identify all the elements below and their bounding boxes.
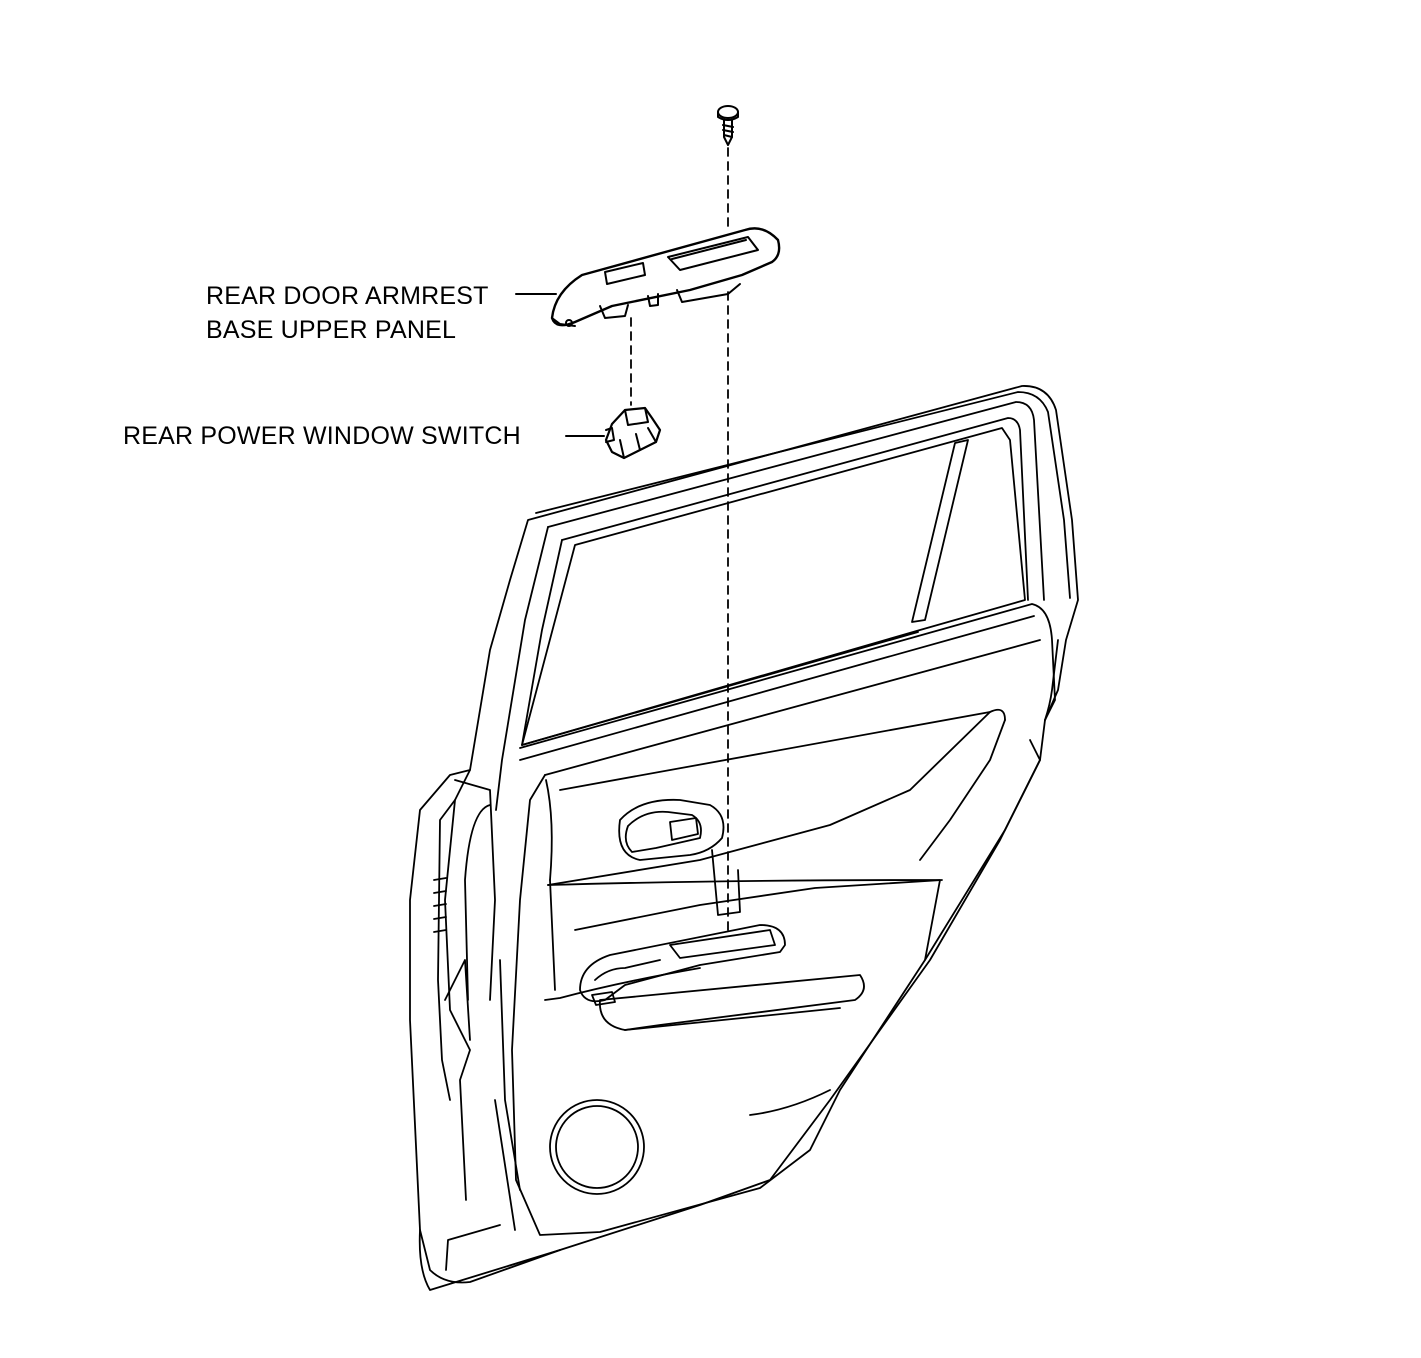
screw-icon — [717, 105, 739, 146]
armrest-label-line1: REAR DOOR ARMREST — [206, 282, 489, 310]
rear-door-trim — [409, 385, 1079, 1291]
power-window-switch — [604, 406, 662, 460]
power-window-switch-label: REAR POWER WINDOW SWITCH — [123, 422, 521, 450]
armrest-panel-label: REAR DOOR ARMREST BASE UPPER PANEL — [206, 279, 489, 347]
dashed-leader-lines — [630, 147, 729, 936]
armrest-label-line2: BASE UPPER PANEL — [206, 316, 457, 344]
armrest-upper-panel — [550, 227, 781, 327]
